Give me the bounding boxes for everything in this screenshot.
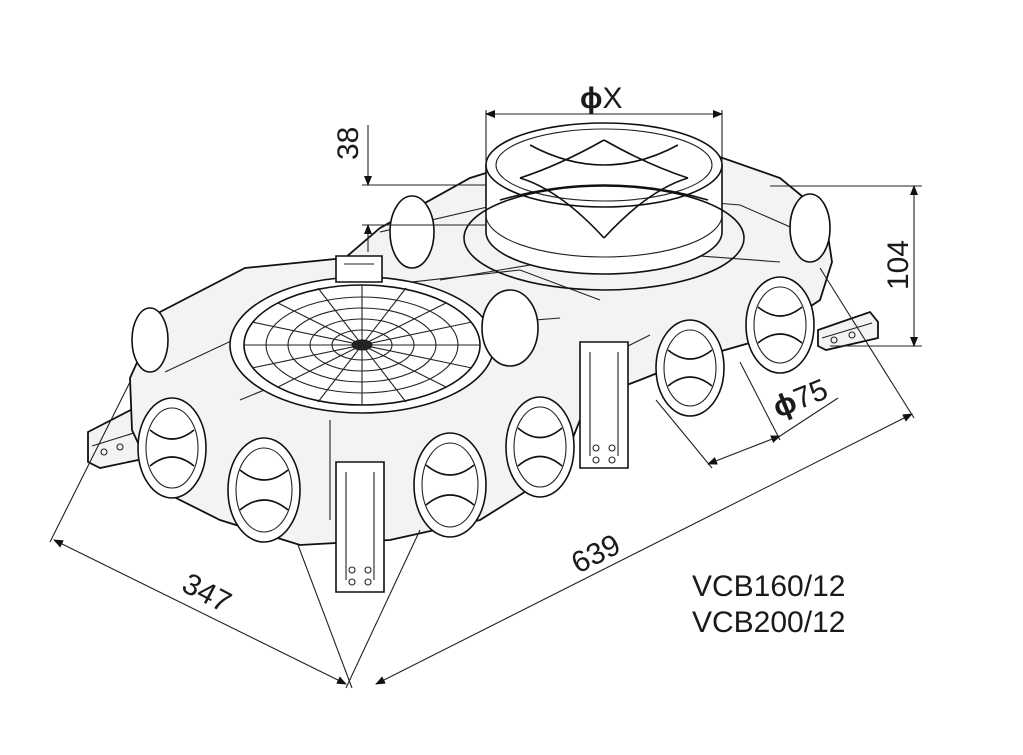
length-label: 639: [566, 528, 626, 580]
spigot-rear-left: [131, 195, 435, 373]
dimension-total-height: 104: [770, 185, 922, 347]
flange-height-label: 38: [332, 127, 365, 160]
spigot-3: [413, 432, 487, 538]
model-label-2: VCB200/12: [692, 606, 845, 639]
spigot-rear-right: [481, 193, 831, 367]
total-height-label: 104: [882, 240, 915, 290]
hanging-bracket-rear: [335, 255, 383, 283]
model-label-1: VCB160/12: [692, 570, 845, 603]
main-outlet-collar: [463, 122, 745, 291]
plenum-box: [87, 122, 879, 593]
hanging-bracket-middle: [579, 341, 629, 469]
spigot-1: [137, 397, 207, 499]
mounting-bracket-right: [817, 310, 879, 351]
grille-left: [229, 276, 495, 414]
width-label: 347: [177, 567, 237, 620]
hanging-bracket-front: [335, 461, 385, 593]
dimension-outlet-diameter: ϕX: [485, 82, 723, 165]
spigot-5: [655, 319, 725, 417]
spigot-diameter-label: ϕ75: [768, 373, 832, 425]
spigot-6: [745, 276, 815, 374]
dimension-flange-height: 38: [332, 125, 486, 252]
spigot-2: [227, 437, 301, 543]
model-labels: VCB160/12 VCB200/12: [692, 570, 845, 639]
outlet-diameter-label: ϕX: [580, 82, 623, 115]
spigot-4: [505, 396, 575, 498]
